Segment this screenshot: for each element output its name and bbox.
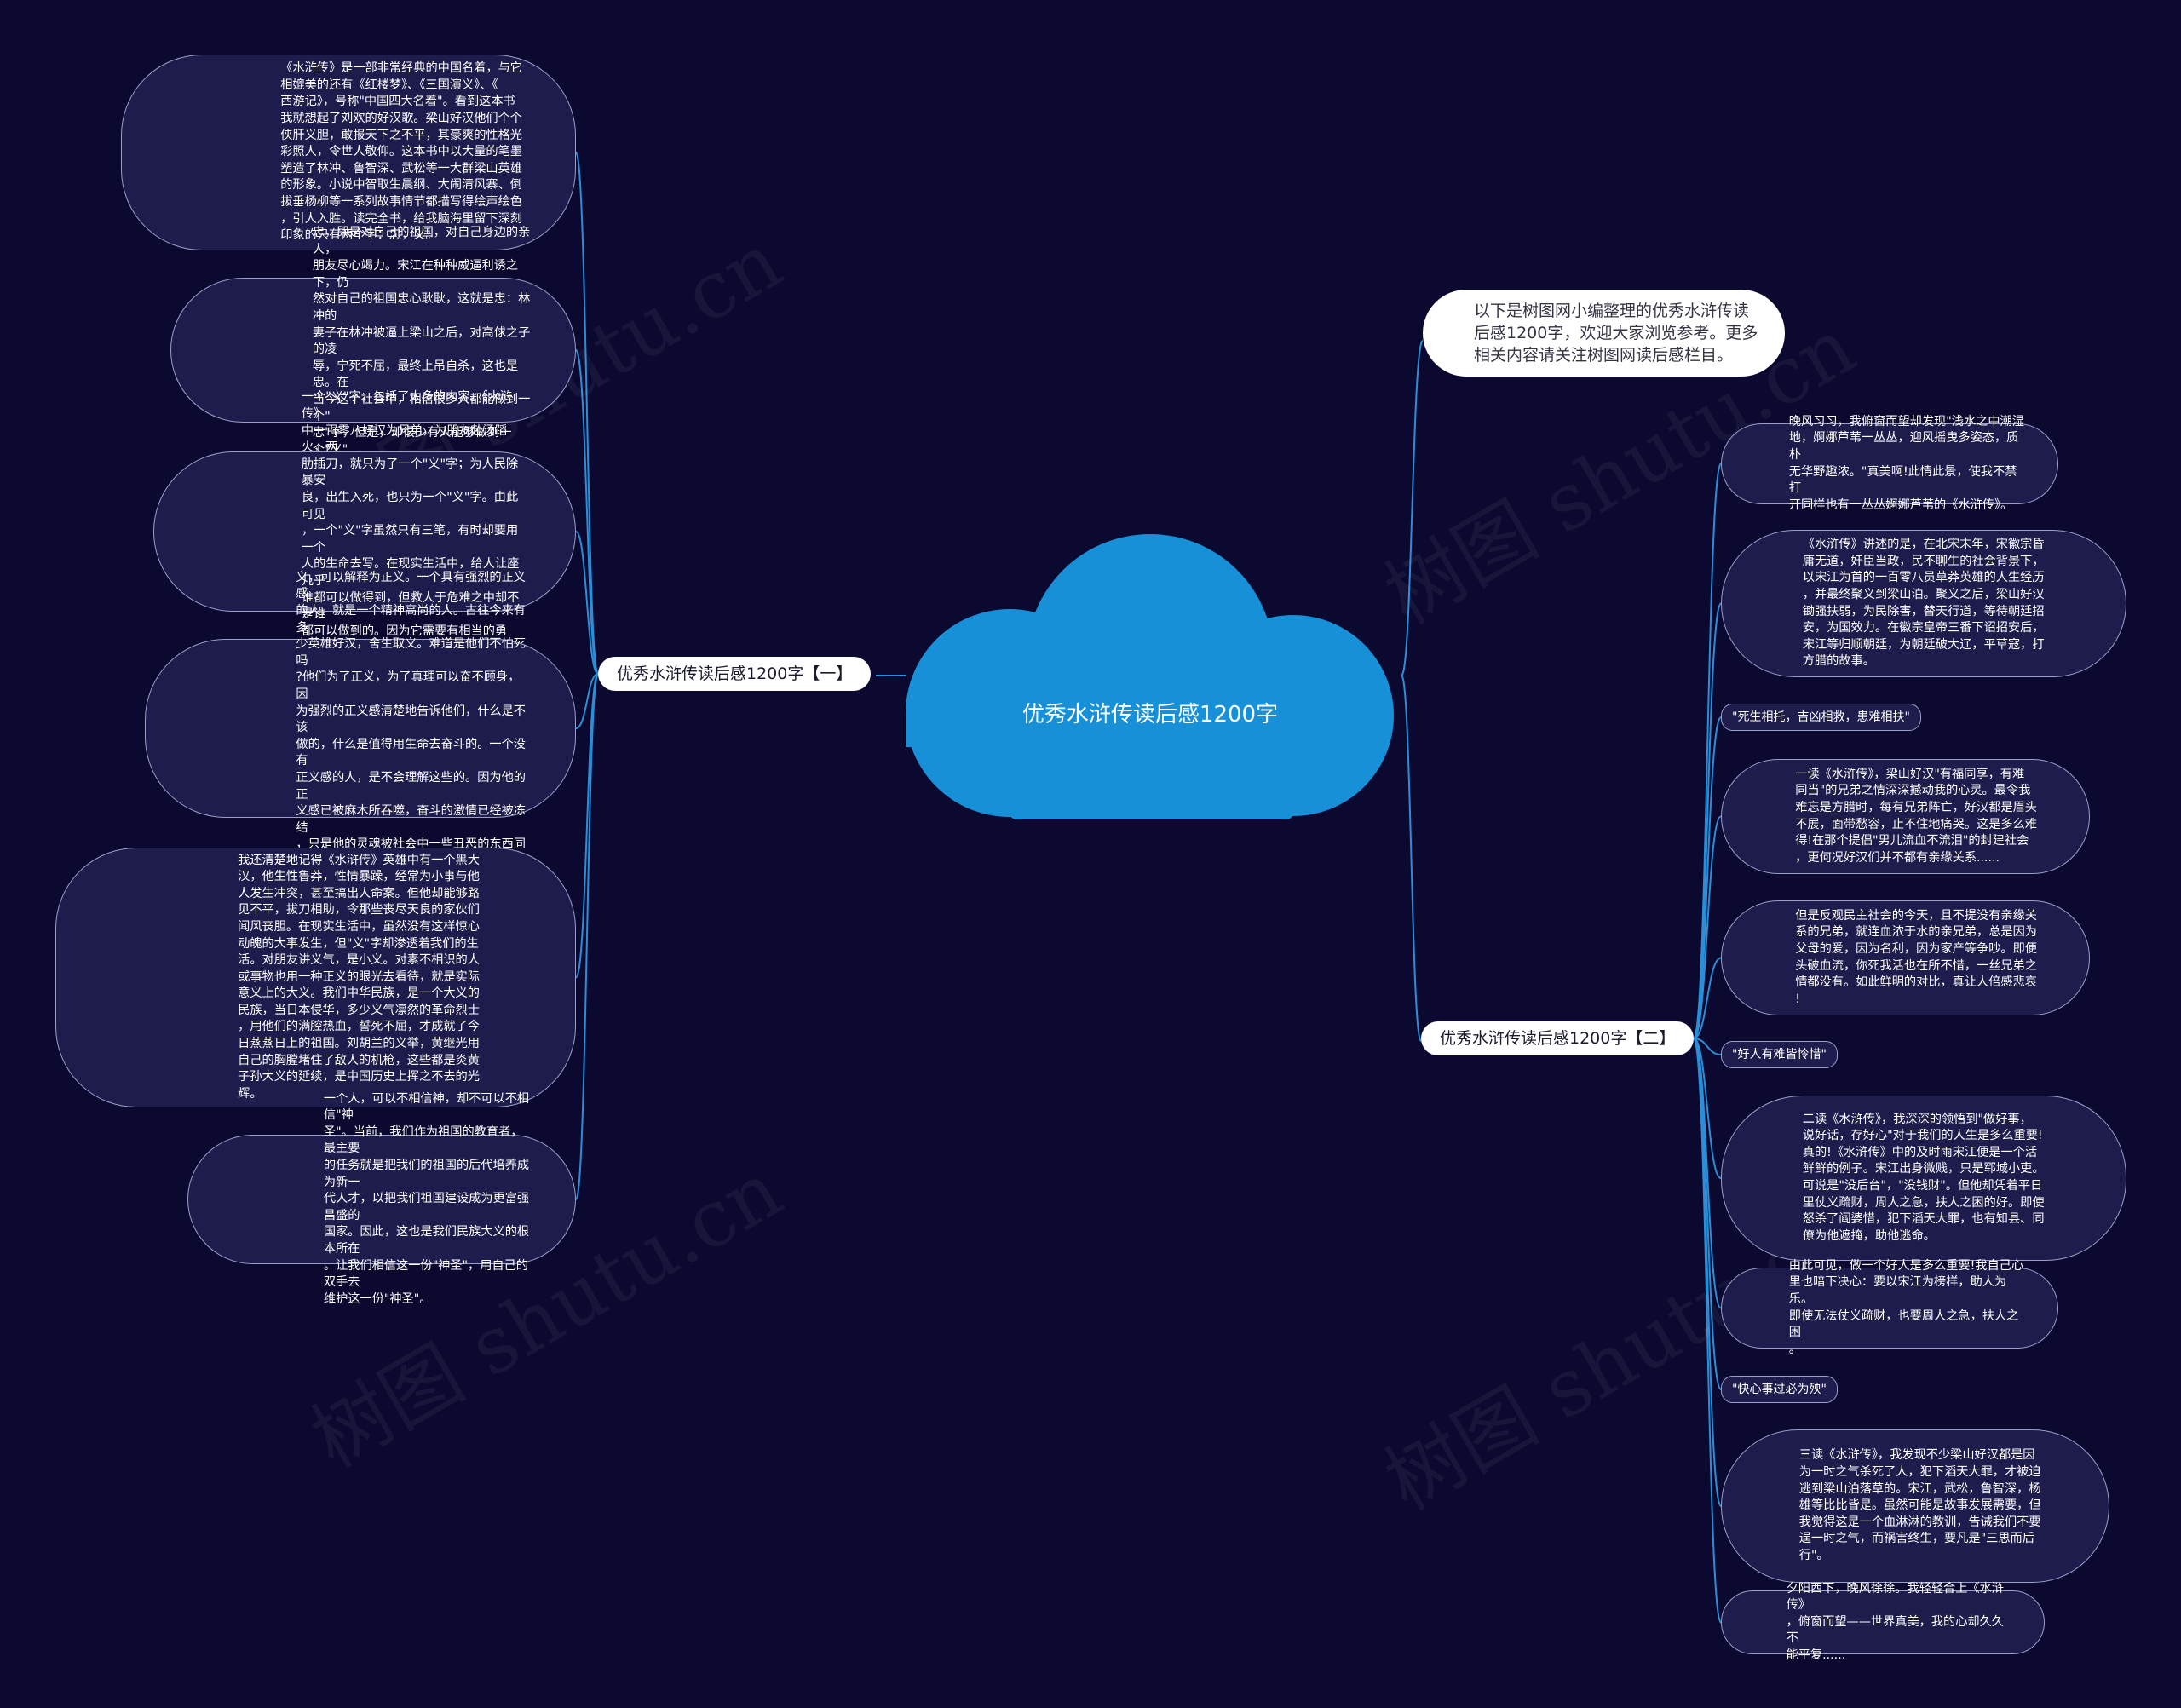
node-text: 夕阳西下，晚风徐徐。我轻轻合上《水浒传》 ，俯窗而望——世界真美，我的心却久久不… — [1786, 1581, 2004, 1662]
quote-tag[interactable]: "死生相托，吉凶相救，患难相扶" — [1721, 704, 1921, 731]
left-branch-link — [575, 152, 599, 675]
cloud-shape — [906, 534, 1394, 819]
right-branch-link — [1693, 716, 1722, 1039]
left-branch-link — [575, 673, 599, 1200]
node-text: 但是反观民主社会的今天，且不提没有亲缘关 系的兄弟，就连血浓于水的亲兄弟，总是因… — [1795, 908, 2037, 1006]
node-text: 忠，即是对自己的祖国，对自己身边的亲人， 朋友尽心竭力。宋江在种种威逼利诱之下，… — [312, 226, 531, 473]
quote-tag[interactable]: "快心事过必为殃" — [1721, 1376, 1838, 1403]
node-text: 二读《水浒传》，我深深的领悟到"做好事， 说好话，存好心"对于我们的人生是多么重… — [1802, 1112, 2045, 1243]
root-to-branch-two-link — [1401, 675, 1422, 1042]
node-text: 《水浒传》是一部非常经典的中国名着，与它 相媲美的还有《红楼梦》、《三国演义》、… — [280, 61, 522, 243]
branch-part-one[interactable]: 优秀水浒传读后感1200字【一】 — [598, 657, 872, 691]
right-text-node[interactable]: 但是反观民主社会的今天，且不提没有亲缘关 系的兄弟，就连血浓于水的亲兄弟，总是因… — [1721, 900, 2090, 1015]
left-branch-link — [575, 349, 599, 675]
right-text-node[interactable]: 晚风习习，我俯窗而望却发现"浅水之中潮湿 地，婀娜芦苇一丛丛，迎风摇曳多姿态，质… — [1721, 415, 2058, 512]
left-text-node[interactable]: 一个人，可以不相信神，却不可以不相信"神 圣"。当前，我们作为祖国的教育者，最主… — [187, 1092, 576, 1306]
right-branch-link — [1693, 463, 1722, 1039]
quote-tag[interactable]: "好人有难皆怜惜" — [1721, 1041, 1838, 1068]
right-text-node[interactable]: 二读《水浒传》，我深深的领悟到"做好事， 说好话，存好心"对于我们的人生是多么重… — [1721, 1096, 2126, 1261]
left-branch-link — [575, 673, 599, 979]
right-branch-link — [1693, 1038, 1722, 1055]
right-text-node[interactable]: 夕阳西下，晚风徐徐。我轻轻合上《水浒传》 ，俯窗而望——世界真美，我的心却久久不… — [1721, 1582, 2045, 1662]
node-text: 一个人，可以不相信神，却不可以不相信"神 圣"。当前，我们作为祖国的教育者，最主… — [323, 1091, 530, 1306]
right-text-node[interactable]: 《水浒传》讲述的是，在北宋末年，宋徽宗昏 庸无道，奸臣当政，民不聊生的社会背景下… — [1721, 530, 2126, 677]
node-text: 一读《水浒传》，梁山好汉"有福同享，有难 同当"的兄弟之情深深撼动我的心灵。最令… — [1795, 767, 2037, 865]
node-text: 《水浒传》讲述的是，在北宋末年，宋徽宗昏 庸无道，奸臣当政，民不聊生的社会背景下… — [1802, 538, 2045, 669]
left-text-node[interactable]: 我还清楚地记得《水浒传》英雄中有一个黑大 汉，他生性鲁莽，性情暴躁，经常为小事与… — [55, 848, 576, 1107]
left-branch-link — [575, 673, 599, 729]
right-branch-link — [1693, 1038, 1722, 1179]
node-text: 我还清楚地记得《水浒传》英雄中有一个黑大 汉，他生性鲁莽，性情暴躁，经常为小事与… — [238, 853, 480, 1101]
node-text: 三读《水浒传》，我发现不少梁山好汉都是因 为一时之气杀死了人，犯下滔天大罪，才被… — [1798, 1448, 2041, 1562]
right-text-node[interactable]: 一读《水浒传》，梁山好汉"有福同享，有难 同当"的兄弟之情深深撼动我的心灵。最令… — [1721, 759, 2090, 874]
root-title: 优秀水浒传读后感1200字 — [1022, 702, 1278, 727]
right-text-node[interactable]: 由此可见，做一个好人是多么重要!我自己心 里也暗下决心：要以宋江为榜样，助人为乐… — [1721, 1259, 2058, 1356]
left-branch-link — [575, 531, 599, 675]
branch-part-two[interactable]: 优秀水浒传读后感1200字【二】 — [1421, 1021, 1695, 1055]
node-text: 由此可见，做一个好人是多么重要!我自己心 里也暗下决心：要以宋江为榜样，助人为乐… — [1788, 1258, 2024, 1356]
right-branch-link — [1693, 1038, 1722, 1624]
intro-node[interactable]: 以下是树图网小编整理的优秀水浒传读后感1200字，欢迎大家浏览参考。更多相关内容… — [1423, 290, 1785, 377]
node-text: 义，可以解释为正义。一个具有强烈的正义感 的人，就是一个精神高尚的人。古往今来有… — [296, 570, 526, 885]
root-to-intro-link — [1401, 340, 1424, 676]
left-text-node[interactable]: 一个"义"字，包括了太多的内容。《水浒传》 中一百零八好汉为兄弟，为朋友赴汤蹈火… — [153, 390, 576, 671]
left-text-node[interactable]: 义，可以解释为正义。一个具有强烈的正义感 的人，就是一个精神高尚的人。古往今来有… — [145, 571, 576, 885]
right-text-node[interactable]: 三读《水浒传》，我发现不少梁山好汉都是因 为一时之气杀死了人，犯下滔天大罪，才被… — [1721, 1429, 2109, 1583]
node-text: 晚风习习，我俯窗而望却发现"浅水之中潮湿 地，婀娜芦苇一丛丛，迎风摇曳多姿态，质… — [1788, 414, 2024, 512]
right-branch-link — [1693, 957, 1722, 1039]
right-branch-link — [1693, 602, 1722, 1039]
right-branch-link — [1693, 815, 1722, 1039]
left-text-node[interactable]: 《水浒传》是一部非常经典的中国名着，与它 相媲美的还有《红楼梦》、《三国演义》、… — [121, 55, 576, 250]
left-text-node[interactable]: 忠，即是对自己的祖国，对自己身边的亲人， 朋友尽心竭力。宋江在种种威逼利诱之下，… — [170, 226, 576, 473]
root-cloud[interactable]: 优秀水浒传读后感1200字 — [895, 530, 1406, 837]
